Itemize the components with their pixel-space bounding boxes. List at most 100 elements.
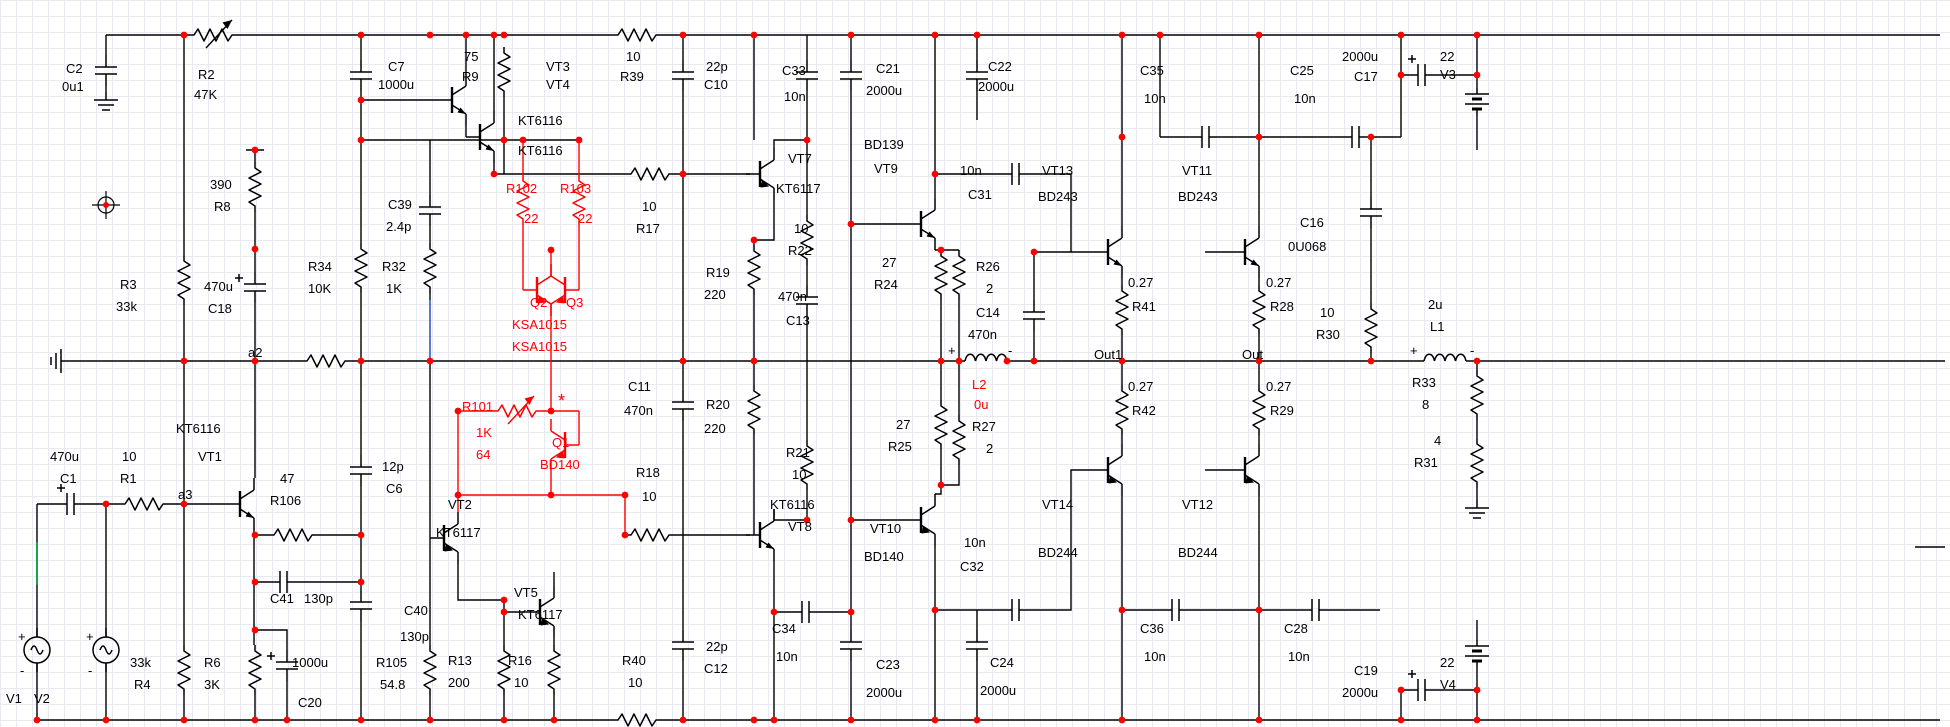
R26-symbol[interactable]	[952, 249, 966, 301]
Q2-symbol[interactable]	[521, 262, 553, 318]
R4-symbol[interactable]	[177, 644, 191, 696]
junction-dot	[357, 96, 365, 104]
C16-symbol[interactable]	[1359, 196, 1383, 229]
GND1-symbol[interactable]	[93, 91, 119, 111]
C31-symbol[interactable]	[999, 162, 1032, 186]
VT10-symbol[interactable]	[905, 492, 937, 548]
VT9-symbol[interactable]	[905, 196, 937, 252]
R19-symbol[interactable]	[747, 244, 761, 296]
C25-symbol[interactable]	[1339, 125, 1372, 149]
junction-dot	[1397, 71, 1405, 79]
R9-symbol[interactable]	[497, 46, 511, 98]
VT12-symbol[interactable]	[1229, 442, 1261, 498]
R41-symbol[interactable]	[1115, 284, 1129, 336]
junction-dot	[1003, 357, 1011, 365]
VT14-symbol[interactable]	[1092, 442, 1124, 498]
C21-symbol[interactable]	[839, 59, 863, 92]
C13-symbol[interactable]	[795, 284, 819, 317]
C19-symbol[interactable]	[1405, 669, 1438, 702]
C10-symbol[interactable]	[671, 59, 695, 92]
R33-symbol[interactable]	[1470, 369, 1484, 421]
R18-symbol[interactable]	[624, 528, 676, 542]
R102-symbol[interactable]	[516, 174, 530, 226]
C1-symbol[interactable]	[54, 483, 87, 516]
R21-symbol[interactable]	[800, 439, 814, 491]
Q1-symbol[interactable]	[549, 417, 581, 473]
junction-dot	[251, 357, 259, 365]
C34-symbol[interactable]	[789, 600, 822, 624]
R105-symbol[interactable]	[423, 644, 437, 696]
VT7-symbol[interactable]	[744, 146, 776, 202]
C2-symbol[interactable]	[94, 54, 118, 87]
Q3-symbol[interactable]	[549, 262, 581, 318]
C23-symbol[interactable]	[839, 629, 863, 662]
R8-symbol[interactable]	[248, 161, 262, 213]
origin-marker-symbol[interactable]	[91, 190, 121, 220]
R1-symbol[interactable]	[118, 497, 170, 511]
VT13-symbol[interactable]	[1092, 224, 1124, 280]
C40-symbol[interactable]	[349, 589, 373, 622]
C6-symbol[interactable]	[349, 454, 373, 487]
R2-symbol[interactable]	[187, 28, 239, 42]
C11-symbol[interactable]	[671, 389, 695, 422]
R106-symbol[interactable]	[267, 528, 319, 542]
R28-symbol[interactable]	[1252, 284, 1266, 336]
R30-symbol[interactable]	[1364, 302, 1378, 354]
V2-symbol[interactable]	[92, 627, 120, 673]
V1-symbol[interactable]	[23, 627, 51, 673]
C17-symbol[interactable]	[1405, 54, 1438, 87]
L1-symbol[interactable]	[1423, 353, 1467, 362]
C18-symbol[interactable]	[234, 271, 267, 304]
R34-symbol[interactable]	[354, 242, 368, 294]
C36-symbol[interactable]	[1159, 598, 1192, 622]
C12-symbol[interactable]	[671, 629, 695, 662]
VT8-symbol[interactable]	[744, 507, 776, 563]
C33-symbol[interactable]	[795, 59, 819, 92]
VT3-symbol[interactable]	[436, 72, 468, 128]
R22-symbol[interactable]	[800, 214, 814, 266]
R25-symbol[interactable]	[934, 399, 948, 451]
C32-symbol[interactable]	[999, 598, 1032, 622]
VT2-symbol[interactable]	[428, 510, 460, 566]
R27-symbol[interactable]	[952, 414, 966, 466]
V3-symbol[interactable]	[1463, 86, 1491, 117]
VT1-symbol[interactable]	[224, 476, 256, 532]
C22-symbol[interactable]	[965, 59, 989, 92]
R16-symbol[interactable]	[547, 644, 561, 696]
C28-symbol[interactable]	[1299, 598, 1332, 622]
VT5-symbol[interactable]	[524, 584, 556, 640]
L2-symbol[interactable]	[964, 353, 1008, 362]
junction-dot	[1397, 31, 1405, 39]
junction-dot	[1367, 357, 1375, 365]
GND3-symbol[interactable]	[1464, 499, 1490, 519]
junction-dot	[1030, 248, 1038, 256]
junction-dot	[251, 626, 259, 634]
R7-symbol[interactable]	[300, 354, 352, 368]
C41-symbol[interactable]	[267, 570, 300, 594]
VT4-symbol[interactable]	[464, 109, 496, 165]
R39-symbol[interactable]	[611, 28, 663, 42]
R24-symbol[interactable]	[934, 249, 948, 301]
GND2-symbol[interactable]	[50, 348, 70, 374]
V4-symbol[interactable]	[1463, 638, 1491, 669]
C14-symbol[interactable]	[1022, 299, 1046, 332]
R31-symbol[interactable]	[1470, 437, 1484, 489]
R42-symbol[interactable]	[1115, 384, 1129, 436]
R6-symbol[interactable]	[248, 644, 262, 696]
C39-symbol[interactable]	[418, 194, 442, 227]
R3-symbol[interactable]	[177, 254, 191, 306]
VT11-symbol[interactable]	[1229, 224, 1261, 280]
C35-symbol[interactable]	[1189, 125, 1222, 149]
R20-symbol[interactable]	[747, 384, 761, 436]
C7-symbol[interactable]	[349, 59, 373, 92]
R29-symbol[interactable]	[1252, 384, 1266, 436]
R40-symbol[interactable]	[611, 713, 663, 727]
R32-symbol[interactable]	[423, 242, 437, 294]
junction-dot	[750, 31, 758, 39]
C20-symbol[interactable]	[266, 649, 299, 682]
C24-symbol[interactable]	[965, 629, 989, 662]
R13-symbol[interactable]	[497, 644, 511, 696]
R17-symbol[interactable]	[624, 167, 676, 181]
R103-symbol[interactable]	[572, 174, 586, 226]
